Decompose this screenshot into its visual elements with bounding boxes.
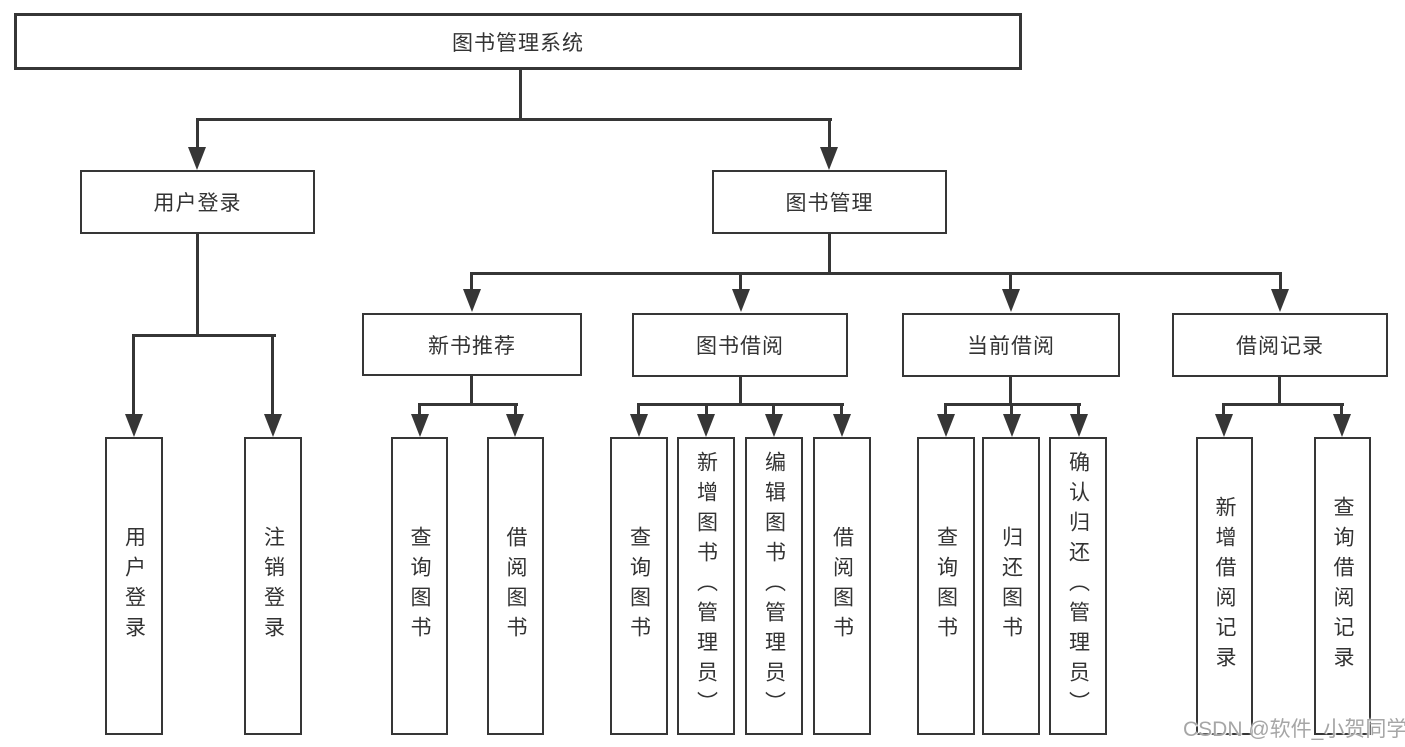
leaf-label: 查询图书	[934, 526, 958, 646]
connector-user-login-trunk	[196, 233, 199, 337]
node-book-management: 图书管理	[712, 170, 947, 234]
leaf-label: 确认归还（管理员）	[1066, 451, 1090, 721]
arrowhead-down-icon	[820, 147, 838, 170]
node-label: 用户登录	[153, 192, 242, 215]
leaf-label: 归还图书	[999, 526, 1023, 646]
connector-stem	[705, 403, 708, 416]
arrowhead-down-icon	[1271, 289, 1289, 312]
leaf-label: 借阅图书	[830, 526, 854, 646]
node-label: 新书推荐	[428, 334, 516, 358]
node-user-login: 用户登录	[80, 170, 315, 234]
node-label: 图书管理系统	[452, 31, 584, 55]
leaf-label: 查询借阅记录	[1331, 496, 1354, 676]
leaf-label: 查询图书	[408, 526, 431, 646]
connector-stem	[1009, 272, 1012, 290]
leaf-label: 查询图书	[627, 526, 651, 646]
node-library-management-system: 图书管理系统	[14, 13, 1022, 70]
arrowhead-down-icon	[264, 414, 282, 437]
connector-user-login-bar	[132, 334, 276, 337]
connector-stem	[739, 272, 742, 290]
connector-borrowing-records-trunk	[1278, 375, 1281, 406]
arrowhead-down-icon	[506, 414, 524, 437]
connector-stem	[637, 403, 640, 416]
connector-new-book-bar	[418, 403, 518, 406]
leaf-query-books-current: 查询图书	[917, 437, 975, 735]
connector-root-bar	[196, 118, 832, 121]
leaf-label: 新增借阅记录	[1213, 496, 1236, 676]
node-label: 图书借阅	[696, 335, 784, 358]
leaf-borrow-books: 借阅图书	[813, 437, 871, 735]
arrowhead-down-icon	[463, 289, 481, 312]
arrowhead-down-icon	[188, 147, 206, 170]
connector-stem	[944, 403, 947, 416]
leaf-add-books-admin: 新增图书（管理员）	[677, 437, 735, 735]
arrowhead-down-icon	[125, 414, 143, 437]
arrowhead-down-icon	[1333, 414, 1351, 437]
node-new-book-recommend: 新书推荐	[362, 313, 582, 376]
arrowhead-down-icon	[1070, 414, 1088, 437]
leaf-query-books-borrowing: 查询图书	[610, 437, 668, 735]
leaf-add-borrow-record: 新增借阅记录	[1196, 437, 1253, 735]
connector-stem	[196, 118, 199, 150]
node-label: 图书管理	[785, 192, 874, 215]
connector-stem	[828, 118, 831, 150]
leaf-return-books: 归还图书	[982, 437, 1040, 735]
leaf-query-books-recommend: 查询图书	[391, 437, 448, 735]
connector-root-trunk	[519, 68, 522, 120]
arrowhead-down-icon	[411, 414, 429, 437]
leaf-label: 编辑图书（管理员）	[762, 451, 786, 721]
leaf-user-login: 用户登录	[105, 437, 163, 735]
connector-stem	[271, 334, 274, 416]
leaf-borrow-books-recommend: 借阅图书	[487, 437, 544, 735]
connector-stem	[1279, 272, 1282, 290]
leaf-query-borrow-record: 查询借阅记录	[1314, 437, 1371, 735]
arrowhead-down-icon	[937, 414, 955, 437]
leaf-logout: 注销登录	[244, 437, 302, 735]
leaf-confirm-return-admin: 确认归还（管理员）	[1049, 437, 1107, 735]
connector-stem	[514, 403, 517, 416]
watermark: CSDN @软件_小贺同学	[1183, 718, 1405, 741]
connector-book-management-bar	[470, 272, 1282, 275]
arrowhead-down-icon	[833, 414, 851, 437]
arrowhead-down-icon	[697, 414, 715, 437]
connector-new-book-trunk	[470, 375, 473, 406]
connector-stem	[840, 403, 843, 416]
connector-stem	[772, 403, 775, 416]
node-current-borrowing: 当前借阅	[902, 313, 1120, 377]
connector-borrowing-records-bar	[1222, 403, 1344, 406]
connector-stem	[1222, 403, 1225, 416]
connector-stem	[1010, 403, 1013, 416]
node-borrowing-records: 借阅记录	[1172, 313, 1388, 377]
node-book-borrowing: 图书借阅	[632, 313, 848, 377]
arrowhead-down-icon	[765, 414, 783, 437]
connector-book-borrowing-bar	[637, 403, 844, 406]
arrowhead-down-icon	[732, 289, 750, 312]
connector-stem	[132, 334, 135, 416]
node-label: 借阅记录	[1236, 335, 1324, 358]
leaf-edit-books-admin: 编辑图书（管理员）	[745, 437, 803, 735]
leaf-label: 注销登录	[261, 526, 285, 646]
arrowhead-down-icon	[1215, 414, 1233, 437]
leaf-label: 用户登录	[122, 526, 146, 646]
node-label: 当前借阅	[967, 335, 1055, 358]
arrowhead-down-icon	[630, 414, 648, 437]
connector-stem	[1340, 403, 1343, 416]
leaf-label: 新增图书（管理员）	[694, 451, 718, 721]
connector-stem	[470, 272, 473, 290]
connector-current-borrowing-trunk	[1009, 375, 1012, 406]
arrowhead-down-icon	[1002, 289, 1020, 312]
connector-stem	[418, 403, 421, 416]
connector-book-borrowing-trunk	[739, 375, 742, 406]
connector-stem	[1077, 403, 1080, 416]
arrowhead-down-icon	[1003, 414, 1021, 437]
leaf-label: 借阅图书	[504, 526, 527, 646]
connector-book-management-trunk	[828, 233, 831, 275]
